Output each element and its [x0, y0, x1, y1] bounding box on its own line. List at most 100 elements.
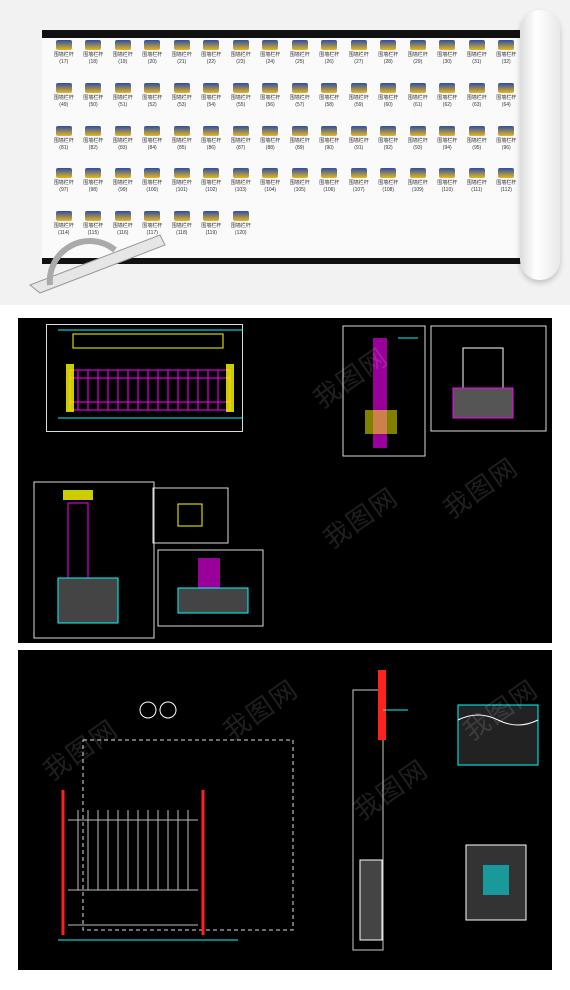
dwg-file-icon [350, 40, 367, 50]
dwg-file-icon [144, 40, 161, 50]
file-label: 围墙栏杆 [437, 94, 458, 101]
file-label: 围墙栏杆 [437, 137, 458, 144]
file-thumbnail: 围墙栏杆(50) [80, 82, 108, 122]
file-thumbnail: 围墙栏杆(26) [316, 40, 344, 79]
file-thumbnail: 围墙栏杆(117) [139, 211, 167, 250]
file-number: (17) [59, 59, 69, 65]
file-thumbnail: 围墙栏杆(28) [375, 40, 403, 79]
file-thumbnail: 围墙栏杆(109) [404, 168, 432, 207]
fence-elevation-drawing [33, 325, 547, 639]
file-number: (86) [206, 144, 216, 151]
file-number: (55) [236, 101, 246, 108]
file-number: (117) [146, 230, 158, 237]
file-thumbnail: 围墙栏杆(20) [139, 40, 167, 79]
file-label: 围墙栏杆 [466, 180, 487, 187]
file-label: 围墙栏杆 [348, 94, 369, 101]
file-thumbnail: 围墙栏杆(22) [198, 40, 226, 79]
file-thumbnail: 围墙栏杆(82) [80, 125, 108, 165]
dwg-file-icon [85, 82, 102, 93]
file-thumbnail: 围墙栏杆(94) [434, 125, 462, 165]
file-label: 围墙栏杆 [260, 137, 281, 144]
dwg-file-icon [173, 211, 190, 222]
file-thumbnail: 围墙栏杆(102) [198, 168, 226, 207]
file-number: (103) [234, 187, 247, 194]
dwg-file-icon [468, 40, 485, 50]
file-thumbnail: 围墙栏杆(25) [286, 40, 314, 79]
file-thumbnail: 围墙栏杆(111) [463, 168, 491, 207]
dwg-file-icon [409, 82, 426, 93]
file-label: 围墙栏杆 [319, 94, 340, 101]
file-label: 围墙栏杆 [289, 52, 310, 58]
file-thumbnail: 围墙栏杆(110) [434, 168, 462, 207]
file-thumbnail: 围墙栏杆(31) [463, 40, 491, 79]
file-thumbnail: 围墙栏杆(104) [257, 168, 285, 207]
file-label: 围墙栏杆 [230, 52, 251, 58]
file-number: (21) [177, 59, 187, 65]
dwg-file-icon [291, 82, 308, 93]
file-thumbnail: 围墙栏杆(29) [404, 40, 432, 79]
dwg-file-icon [114, 168, 131, 179]
file-label: 围墙栏杆 [348, 52, 369, 58]
file-number: (119) [205, 230, 217, 237]
file-label: 围墙栏杆 [407, 137, 428, 144]
dwg-file-icon [498, 82, 515, 93]
dwg-file-icon [262, 40, 279, 50]
file-label: 围墙栏杆 [201, 52, 222, 58]
file-number: (51) [118, 101, 128, 108]
file-thumbnail: 围墙栏杆(81) [50, 125, 78, 165]
file-number: (81) [59, 144, 69, 151]
file-number: (114) [58, 230, 70, 237]
dwg-file-icon [85, 125, 102, 136]
file-number: (23) [236, 59, 246, 65]
dwg-file-icon [439, 125, 456, 136]
file-label: 围墙栏杆 [348, 137, 369, 144]
dwg-file-icon [262, 125, 279, 136]
file-thumbnail: 围墙栏杆(62) [434, 82, 462, 122]
file-number: (84) [147, 144, 157, 151]
dwg-file-icon [262, 168, 279, 179]
file-label: 围墙栏杆 [171, 94, 192, 101]
file-label: 围墙栏杆 [53, 94, 74, 101]
file-label: 围墙栏杆 [171, 223, 192, 230]
dwg-file-icon [409, 125, 426, 136]
dwg-file-icon [409, 40, 426, 50]
file-thumbnail: 围墙栏杆(92) [375, 125, 403, 165]
file-label: 围墙栏杆 [289, 94, 310, 101]
file-label: 围墙栏杆 [171, 180, 192, 187]
dwg-file-icon [380, 125, 397, 136]
dwg-file-icon [144, 125, 161, 136]
file-thumbnail: 围墙栏杆(58) [316, 82, 344, 122]
file-number: (85) [177, 144, 187, 151]
dwg-file-icon [55, 40, 72, 50]
file-thumbnail: 围墙栏杆(32) [493, 40, 521, 79]
file-thumbnail: 围墙栏杆(60) [375, 82, 403, 122]
dwg-file-icon [85, 40, 102, 50]
file-label: 围墙栏杆 [496, 94, 517, 101]
dwg-file-icon [439, 168, 456, 179]
file-thumbnail: 围墙栏杆(52) [139, 82, 167, 122]
dwg-file-icon [173, 82, 190, 93]
file-number: (31) [472, 59, 482, 65]
file-number: (93) [413, 144, 423, 151]
file-number: (109) [411, 187, 424, 194]
file-label: 围墙栏杆 [171, 137, 192, 144]
dwg-file-icon [203, 82, 220, 93]
dwg-file-icon [232, 211, 249, 222]
file-thumbnail: 围墙栏杆(54) [198, 82, 226, 122]
file-number: (110) [441, 187, 453, 194]
file-label: 围墙栏杆 [437, 52, 458, 58]
file-label: 围墙栏杆 [112, 180, 133, 187]
file-number: (25) [295, 59, 305, 65]
file-number: (91) [354, 144, 364, 151]
file-label: 围墙栏杆 [201, 94, 222, 101]
file-label: 围墙栏杆 [201, 223, 222, 230]
file-thumbnail: 围墙栏杆(106) [316, 168, 344, 207]
file-number: (24) [265, 59, 275, 65]
protractor-icon [29, 234, 166, 294]
file-thumbnail: 围墙栏杆(108) [375, 168, 403, 207]
file-number: (28) [383, 59, 393, 65]
file-number: (89) [295, 144, 305, 151]
file-thumbnail: 围墙栏杆(93) [404, 125, 432, 165]
file-thumbnail: 围墙栏杆(30) [434, 40, 462, 79]
file-number: (94) [442, 144, 452, 151]
